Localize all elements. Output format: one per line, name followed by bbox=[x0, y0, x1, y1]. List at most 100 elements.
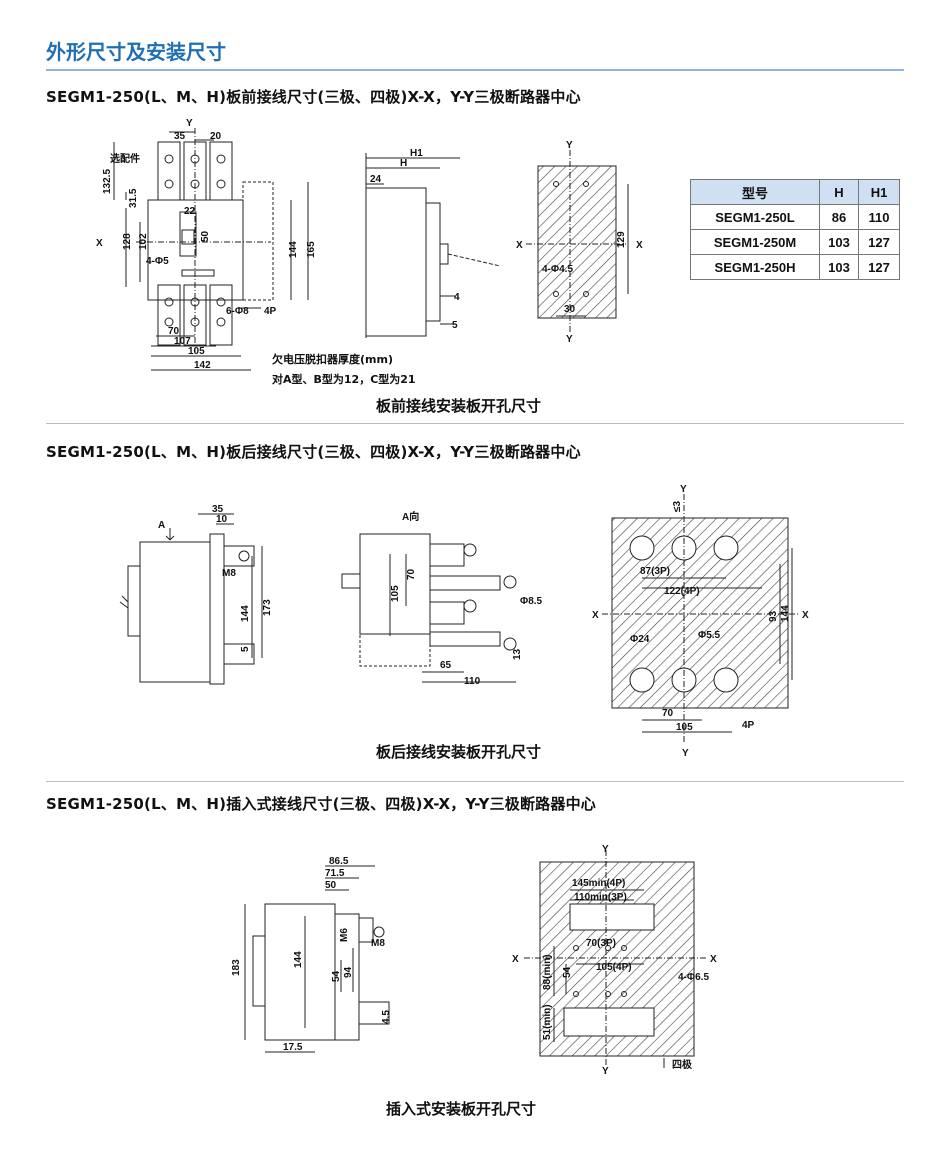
dim-label: 50 bbox=[325, 880, 337, 891]
dim-label: Φ8.5 bbox=[520, 596, 543, 607]
front-view-drawing: Y 35 20 选配件 132.5 31.5 22 50 128 102 X 1… bbox=[96, 118, 317, 371]
axis-x-label: X bbox=[802, 610, 809, 621]
axis-x-label: X bbox=[636, 240, 643, 251]
dim-label: 70 bbox=[406, 568, 417, 580]
dim-label: 4.5 bbox=[381, 1010, 392, 1024]
page-title: 外形尺寸及安装尺寸 bbox=[46, 40, 226, 64]
dim-label: 165 bbox=[306, 241, 317, 258]
dim-label: 31.5 bbox=[128, 188, 139, 208]
dim-label: 105(4P) bbox=[596, 962, 632, 973]
dim-label: 选配件 bbox=[110, 152, 140, 165]
table-cell: 103 bbox=[819, 229, 859, 255]
dim-label: 105 bbox=[390, 585, 401, 602]
dim-label: 22 bbox=[184, 206, 196, 217]
rear-side-view-drawing: A 35 10 M8 144 173 5 bbox=[119, 504, 273, 685]
axis-y-label: Y bbox=[682, 748, 689, 759]
undervoltage-note-line2: 对A型、B型为12，C型为21 bbox=[272, 373, 416, 386]
table-header: 型号 bbox=[690, 179, 820, 205]
dim-label: 20 bbox=[210, 131, 222, 142]
table-header-row: 型号 H H1 bbox=[690, 179, 900, 205]
dim-label: 88(min) bbox=[542, 954, 553, 990]
undervoltage-note-line1: 欠电压脱扣器厚度(mm) bbox=[272, 353, 393, 366]
table-row: SEGM1-250H 103 127 bbox=[690, 254, 900, 280]
view-a-drawing: A向 70 105 Φ8.5 65 110 13 bbox=[341, 510, 543, 687]
section-divider bbox=[46, 423, 904, 424]
table-cell: 110 bbox=[858, 204, 900, 230]
dim-label: 107 bbox=[174, 336, 191, 347]
dim-label: 四极 bbox=[672, 1058, 693, 1071]
panel-cutout-plug-in-drawing: Y Y 145min(4P) 110min(3P) X X 70(3P) 105… bbox=[512, 844, 717, 1077]
dim-label: 65 bbox=[440, 660, 452, 671]
section-heading-rear-wiring: SEGM1-250(L、M、H)板后接线尺寸(三极、四极)X-X，Y-Y三极断路… bbox=[46, 443, 581, 461]
dim-label: 4P bbox=[264, 306, 277, 317]
dim-label: 35 bbox=[174, 131, 186, 142]
table-cell: SEGM1-250L bbox=[690, 204, 820, 230]
dim-label: 4 bbox=[454, 292, 460, 303]
view-a-title: A向 bbox=[402, 510, 419, 523]
dim-label: 142 bbox=[194, 360, 211, 371]
dim-label: 71.5 bbox=[325, 868, 345, 879]
axis-x-label: X bbox=[96, 238, 103, 249]
dim-label: 132.5 bbox=[102, 169, 113, 194]
table-header: H bbox=[819, 179, 859, 205]
caption-plug-in-cutout: 插入式安装板开孔尺寸 bbox=[386, 1100, 537, 1118]
dim-label: 5 bbox=[240, 646, 251, 652]
table-cell: SEGM1-250H bbox=[690, 254, 820, 280]
dim-label: Φ5.5 bbox=[698, 630, 721, 641]
dim-label: 122(4P) bbox=[664, 586, 700, 597]
dim-label: 54 bbox=[562, 966, 573, 978]
dim-label: 87(3P) bbox=[640, 566, 670, 577]
dim-label: 110 bbox=[464, 676, 481, 687]
dim-label: 94 bbox=[343, 966, 354, 978]
dim-label: 35 bbox=[212, 504, 224, 515]
dim-label: M8 bbox=[222, 568, 236, 579]
table-cell: 127 bbox=[858, 229, 900, 255]
dim-label: H bbox=[400, 158, 407, 169]
axis-y-label: Y bbox=[602, 844, 609, 855]
axis-y-label: Y bbox=[680, 484, 687, 495]
section-divider bbox=[46, 781, 904, 782]
dim-label: 4-Φ6.5 bbox=[678, 972, 709, 983]
dim-label: 50 bbox=[200, 230, 211, 242]
dim-label: 144 bbox=[288, 241, 299, 258]
dim-label: 70 bbox=[662, 708, 674, 719]
table-cell: SEGM1-250M bbox=[690, 229, 820, 255]
dim-label: 144 bbox=[293, 951, 304, 968]
dim-label: 4P bbox=[742, 720, 755, 731]
dim-label: 17.5 bbox=[283, 1042, 303, 1053]
dim-label: 105 bbox=[676, 722, 693, 733]
dim-label: 93 bbox=[768, 610, 779, 622]
panel-cutout-rear-drawing: Y Y ≤3 87(3P) 122(4P) X X 93 144 Φ24 Φ5.… bbox=[592, 484, 809, 759]
dim-label: 30 bbox=[564, 304, 576, 315]
table-row: SEGM1-250L 86 110 bbox=[690, 204, 900, 230]
dim-label: 144 bbox=[780, 605, 791, 622]
dim-label: 70(3P) bbox=[586, 938, 616, 949]
axis-y-label: Y bbox=[566, 140, 573, 151]
side-view-drawing: H1 H 24 4 5 bbox=[365, 148, 501, 338]
axis-x-label: X bbox=[710, 954, 717, 965]
dim-label: 4-Φ4.5 bbox=[542, 264, 573, 275]
dim-label: 51(min) bbox=[542, 1004, 553, 1040]
dim-label: Y bbox=[186, 118, 193, 129]
dim-label: 183 bbox=[231, 959, 242, 976]
dim-label: 13 bbox=[512, 648, 523, 660]
dim-label: 102 bbox=[138, 233, 149, 250]
section-heading-front-wiring: SEGM1-250(L、M、H)板前接线尺寸(三极、四极)X-X，Y-Y三极断路… bbox=[46, 88, 581, 106]
dim-label: 128 bbox=[122, 233, 133, 250]
dim-label: 86.5 bbox=[329, 856, 349, 867]
dim-label: 129 bbox=[616, 231, 627, 248]
dim-label: 10 bbox=[216, 514, 228, 525]
dim-label: 70 bbox=[168, 326, 180, 337]
table-cell: 86 bbox=[819, 204, 859, 230]
axis-y-label: Y bbox=[602, 1066, 609, 1077]
dim-label: ≤3 bbox=[672, 501, 683, 512]
dim-label: 4-Φ5 bbox=[146, 256, 169, 267]
dim-label: 54 bbox=[331, 970, 342, 982]
dim-label: Φ24 bbox=[630, 634, 650, 645]
plug-in-side-view-drawing: 86.5 71.5 50 M6 M8 183 144 54 94 4.5 17.… bbox=[231, 856, 392, 1053]
title-divider bbox=[46, 69, 904, 71]
axis-x-label: X bbox=[516, 240, 523, 251]
dim-label: 173 bbox=[262, 599, 273, 616]
section-heading-plug-in-wiring: SEGM1-250(L、M、H)插入式接线尺寸(三极、四极)X-X，Y-Y三极断… bbox=[46, 795, 596, 813]
dim-label: 145min(4P) bbox=[572, 878, 625, 889]
